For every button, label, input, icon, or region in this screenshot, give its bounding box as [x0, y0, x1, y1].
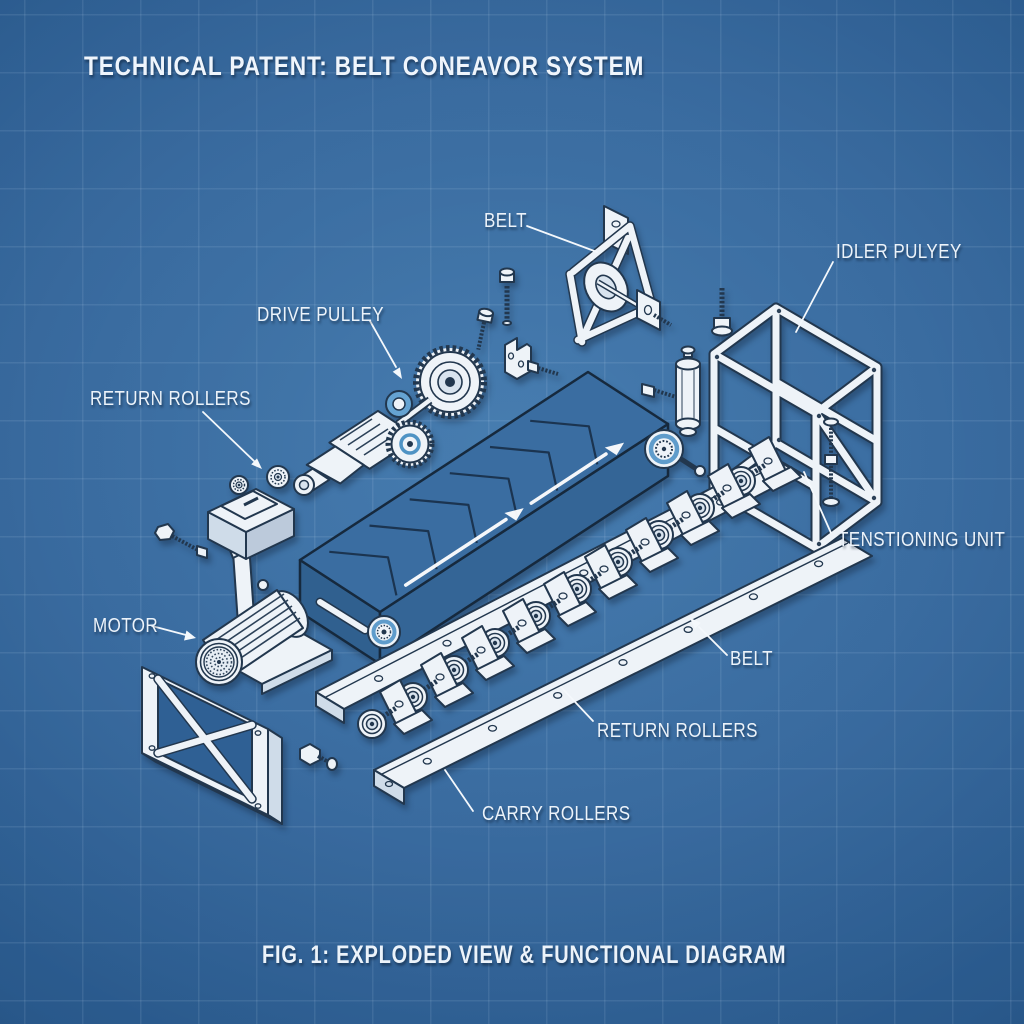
coupling-part — [299, 743, 338, 771]
leader-lines — [151, 225, 834, 812]
label-return-rollers-left: RETURN ROLLERS — [90, 388, 251, 410]
page-title: TECHNICAL PATENT: BELT CONEAVOR SYSTEM — [84, 51, 645, 81]
label-idler-pulley: IDLER PULYEY — [836, 241, 962, 263]
return-roller-block — [154, 465, 295, 560]
side-frame-panel — [141, 666, 283, 825]
fastener-bolts — [476, 267, 733, 380]
figure-caption: FIG. 1: EXPLODED VIEW & FUNCTIONAL DIAGR… — [262, 941, 787, 969]
label-belt-top: BELT — [484, 210, 527, 232]
label-carry-rollers: CARRY ROLLERS — [482, 803, 631, 825]
tensioning-unit-cylinder — [641, 345, 701, 437]
label-return-rollers-bottom: RETURN ROLLERS — [597, 720, 758, 742]
label-belt-right: BELT — [730, 648, 773, 670]
conveyor-belt-assembly — [298, 370, 706, 666]
head-pulley — [644, 429, 706, 477]
belt-chevron-pattern — [329, 419, 599, 596]
return-roller-small-1 — [229, 475, 249, 495]
belt-direction-arrows — [403, 442, 625, 587]
motor-assembly — [195, 535, 333, 695]
top-bracket-frame — [565, 205, 673, 347]
return-roller-small-2 — [266, 465, 290, 489]
mount-bolt — [154, 523, 208, 559]
label-drive-pulley: DRIVE PULLEY — [257, 304, 384, 326]
belt-rail-lower — [373, 537, 873, 805]
label-motor: MOTOR — [93, 615, 159, 637]
tension-screw — [822, 417, 840, 507]
drive-pulley-assembly — [293, 345, 487, 496]
label-tensioning-unit: TENSTIONING UNIT — [838, 529, 1006, 551]
tail-pulley — [367, 615, 401, 649]
